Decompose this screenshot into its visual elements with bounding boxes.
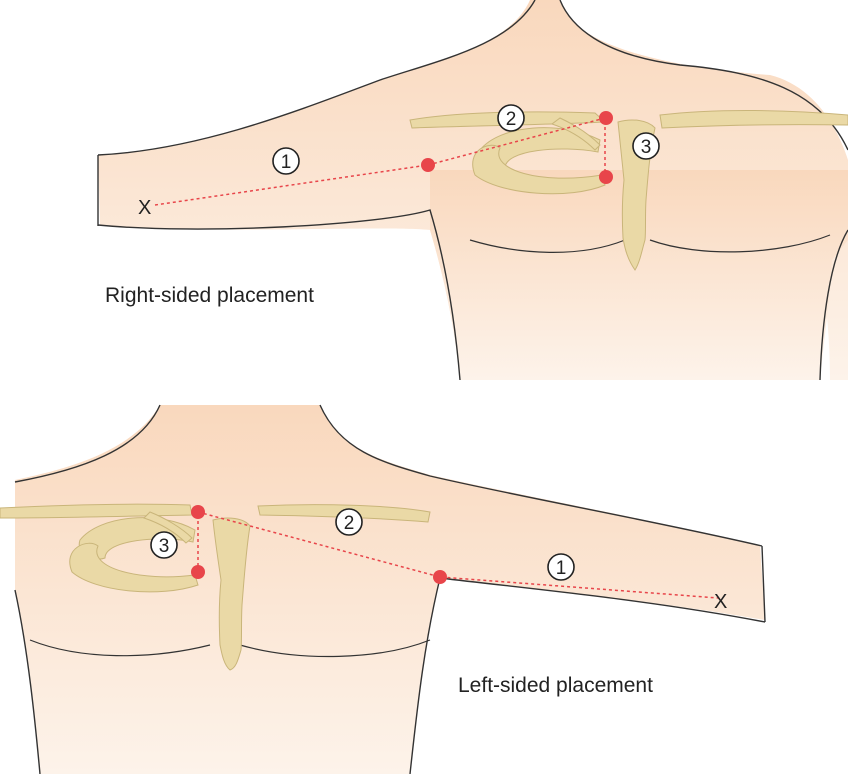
svg-text:1: 1 [281, 152, 292, 173]
caption-right-sided: Right-sided placement [105, 284, 314, 307]
marker-sternoclavicular-left [191, 505, 205, 519]
marker-sternoclavicular [599, 111, 613, 125]
marker-third-intercostal-left [191, 565, 205, 579]
caption-left-sided: Left-sided placement [458, 674, 653, 697]
marker-deltopectoral [421, 158, 435, 172]
step-1-marker: 1 [273, 148, 299, 174]
left-sided-panel: X 1 2 3 Left-sided placement [0, 405, 765, 774]
marker-third-intercostal [599, 170, 613, 184]
step-2-marker-left: 2 [336, 509, 362, 535]
right-sided-panel: X 1 2 3 Right-sided placement [98, 0, 848, 380]
step-1-marker-left: 1 [548, 554, 574, 580]
right-clavicle-bottom [0, 504, 192, 518]
svg-text:2: 2 [344, 513, 355, 534]
insertion-x-label-left: X [714, 591, 727, 613]
svg-text:3: 3 [159, 536, 170, 557]
marker-deltopectoral-left [433, 570, 447, 584]
step-3-marker-left: 3 [151, 532, 177, 558]
svg-text:1: 1 [556, 558, 567, 579]
svg-text:3: 3 [641, 137, 652, 158]
svg-text:2: 2 [506, 109, 517, 130]
step-2-marker: 2 [498, 105, 524, 131]
step-3-marker: 3 [633, 133, 659, 159]
insertion-x-label: X [138, 197, 151, 219]
